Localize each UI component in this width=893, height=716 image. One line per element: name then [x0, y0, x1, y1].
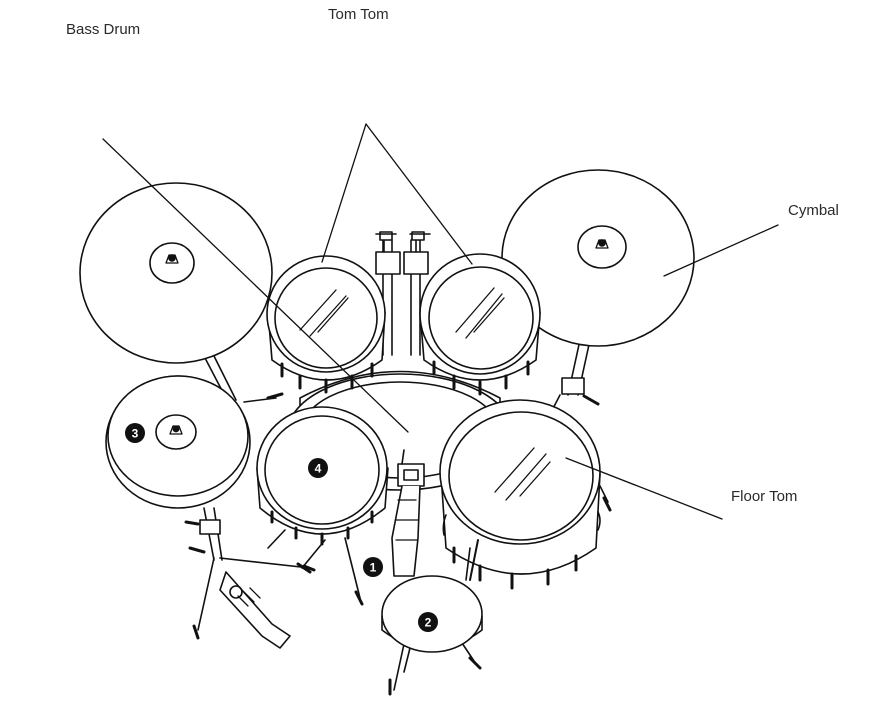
cymbal-label: Cymbal [788, 202, 839, 219]
marker-3-text: 3 [132, 427, 139, 441]
snare-drum [256, 406, 389, 606]
floor-tom-label: Floor Tom [731, 488, 798, 505]
marker-4-text: 4 [315, 462, 322, 476]
tom-tom-right [419, 253, 541, 396]
marker-3: 3 [125, 423, 145, 443]
marker-1-text: 1 [370, 561, 377, 575]
left-cymbal [79, 182, 273, 403]
marker-2: 2 [418, 612, 438, 632]
floor-tom [439, 399, 612, 590]
marker-2-text: 2 [425, 616, 432, 630]
bass-drum-pedal [391, 449, 425, 577]
leader-lines [102, 123, 779, 520]
tom-tom-left [266, 255, 386, 394]
tom-tom-label: Tom Tom [328, 6, 389, 23]
bass-drum-label: Bass Drum [66, 21, 141, 38]
marker-4: 4 [308, 458, 328, 478]
hi-hat [105, 375, 316, 649]
marker-1: 1 [363, 557, 383, 577]
